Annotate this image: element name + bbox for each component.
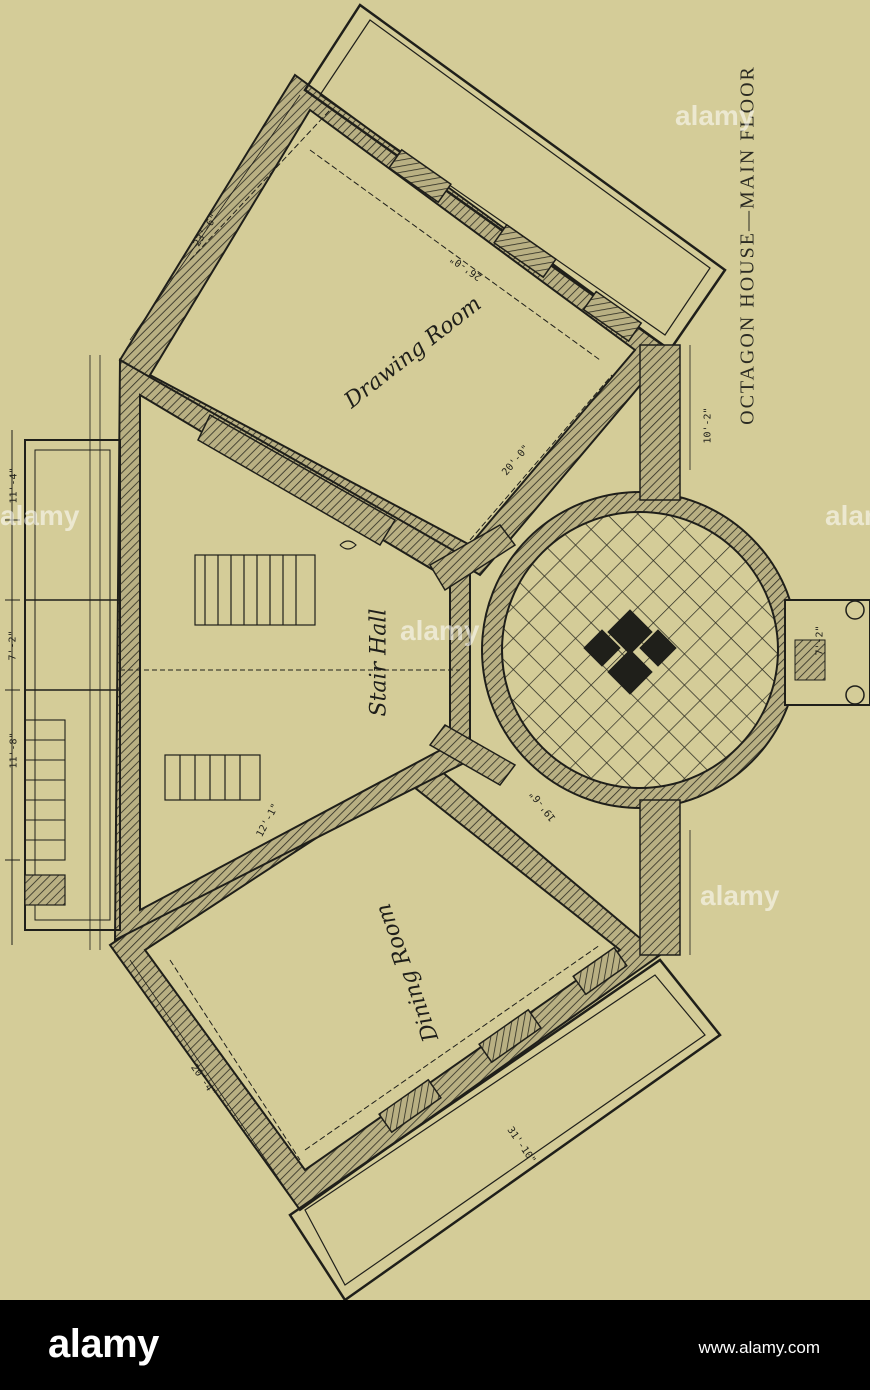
image-id-text: www.alamy.com xyxy=(698,1338,820,1357)
lower-stair xyxy=(164,754,261,801)
plan-plate: OCTAGON HOUSE—MAIN FLOOR Drawing Room St… xyxy=(0,0,870,1300)
entrance-porch xyxy=(784,599,870,706)
back-wing xyxy=(5,430,121,945)
floor-plan-drawing xyxy=(5,3,870,1300)
footer-banner: alamy www.alamy.com xyxy=(0,1300,870,1390)
dimension-lines xyxy=(89,94,691,1211)
dimension-label: 7'-2" xyxy=(814,625,826,656)
rotunda xyxy=(481,491,799,809)
brand-logo[interactable]: alamy xyxy=(48,1322,159,1366)
dimension-label: 11'-4" xyxy=(8,467,20,504)
back-stair xyxy=(24,719,66,861)
watermark-text: alamy xyxy=(675,100,755,131)
watermark-text: alamy xyxy=(0,500,80,531)
dimension-label: 11'-8" xyxy=(8,732,20,769)
drawing-room-wing xyxy=(118,3,727,577)
watermark-text: alamy xyxy=(400,615,480,646)
stair-hall xyxy=(113,358,471,942)
watermark-text: alamy xyxy=(825,500,870,531)
figure-caption: OCTAGON HOUSE—MAIN FLOOR xyxy=(733,10,763,480)
dimension-label: 10'-2" xyxy=(702,407,714,444)
watermark-text: alamy xyxy=(700,880,780,911)
upper-stair xyxy=(194,554,316,626)
connecting-walls xyxy=(197,344,681,956)
room-label-stair-hall: Stair Hall xyxy=(366,608,392,717)
dimension-label: 7'-2" xyxy=(7,630,19,661)
